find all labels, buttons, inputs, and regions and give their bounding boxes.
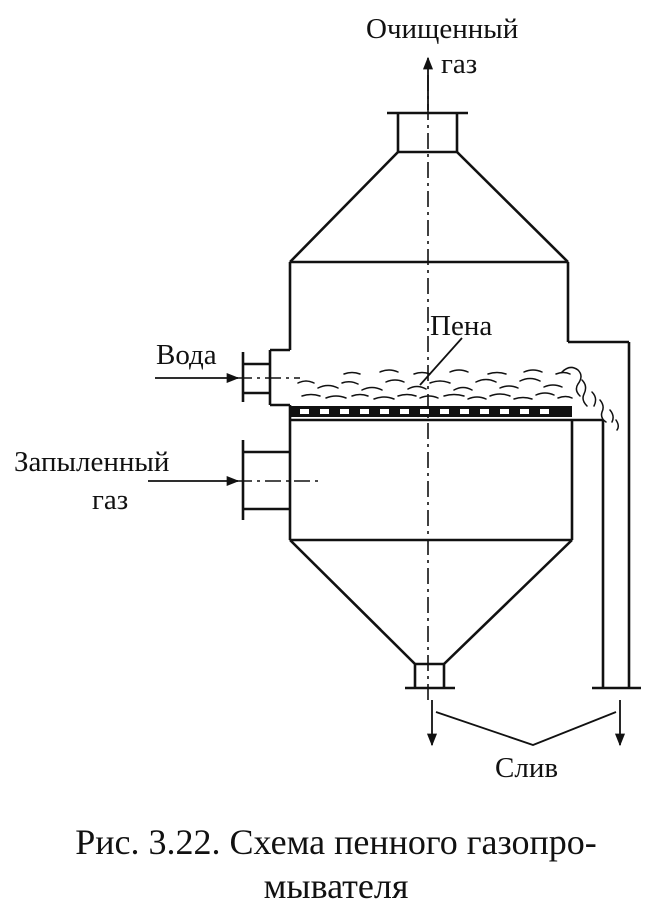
foam-layer [297,366,620,431]
top-outlet-pipe [387,111,468,152]
cleaned-gas-label-line2: газ [441,48,478,80]
grid-hole [380,409,389,414]
grid-hole [300,409,309,414]
grid-hole [360,409,369,414]
drain-label: Слив [495,752,559,784]
grid-hole [460,409,469,414]
perforated-grid-plate [290,406,572,417]
grid-hole [340,409,349,414]
overflow-drain-pipe [572,418,641,690]
water-label: Вода [156,339,217,371]
dusty-gas-label-line2: газ [92,484,129,516]
figure-caption-line2: мывателя [263,866,409,906]
water-inlet-nozzle [236,350,300,407]
grid-hole [500,409,509,414]
lower-cone [289,538,573,665]
grid-hole [520,409,529,414]
grid-hole [480,409,489,414]
cleaned-gas-label-line1: Очищенный [366,13,519,45]
vessel-body [270,262,631,688]
grid-hole [400,409,409,414]
grid-hole [420,409,429,414]
figure-caption-line1: Рис. 3.22. Схема пенного газопро- [75,822,597,862]
drain-bracket [435,711,617,746]
upper-cone [289,150,569,264]
grid-hole [440,409,449,414]
foam-pointer-line [419,337,463,386]
bottom-outlet-pipe [405,662,455,690]
dusty-gas-label-line1: Запыленный [14,446,170,478]
grid-hole [320,409,329,414]
grid-hole [540,409,549,414]
dusty-gas-inlet-nozzle [236,440,320,520]
foam-label: Пена [430,310,493,342]
